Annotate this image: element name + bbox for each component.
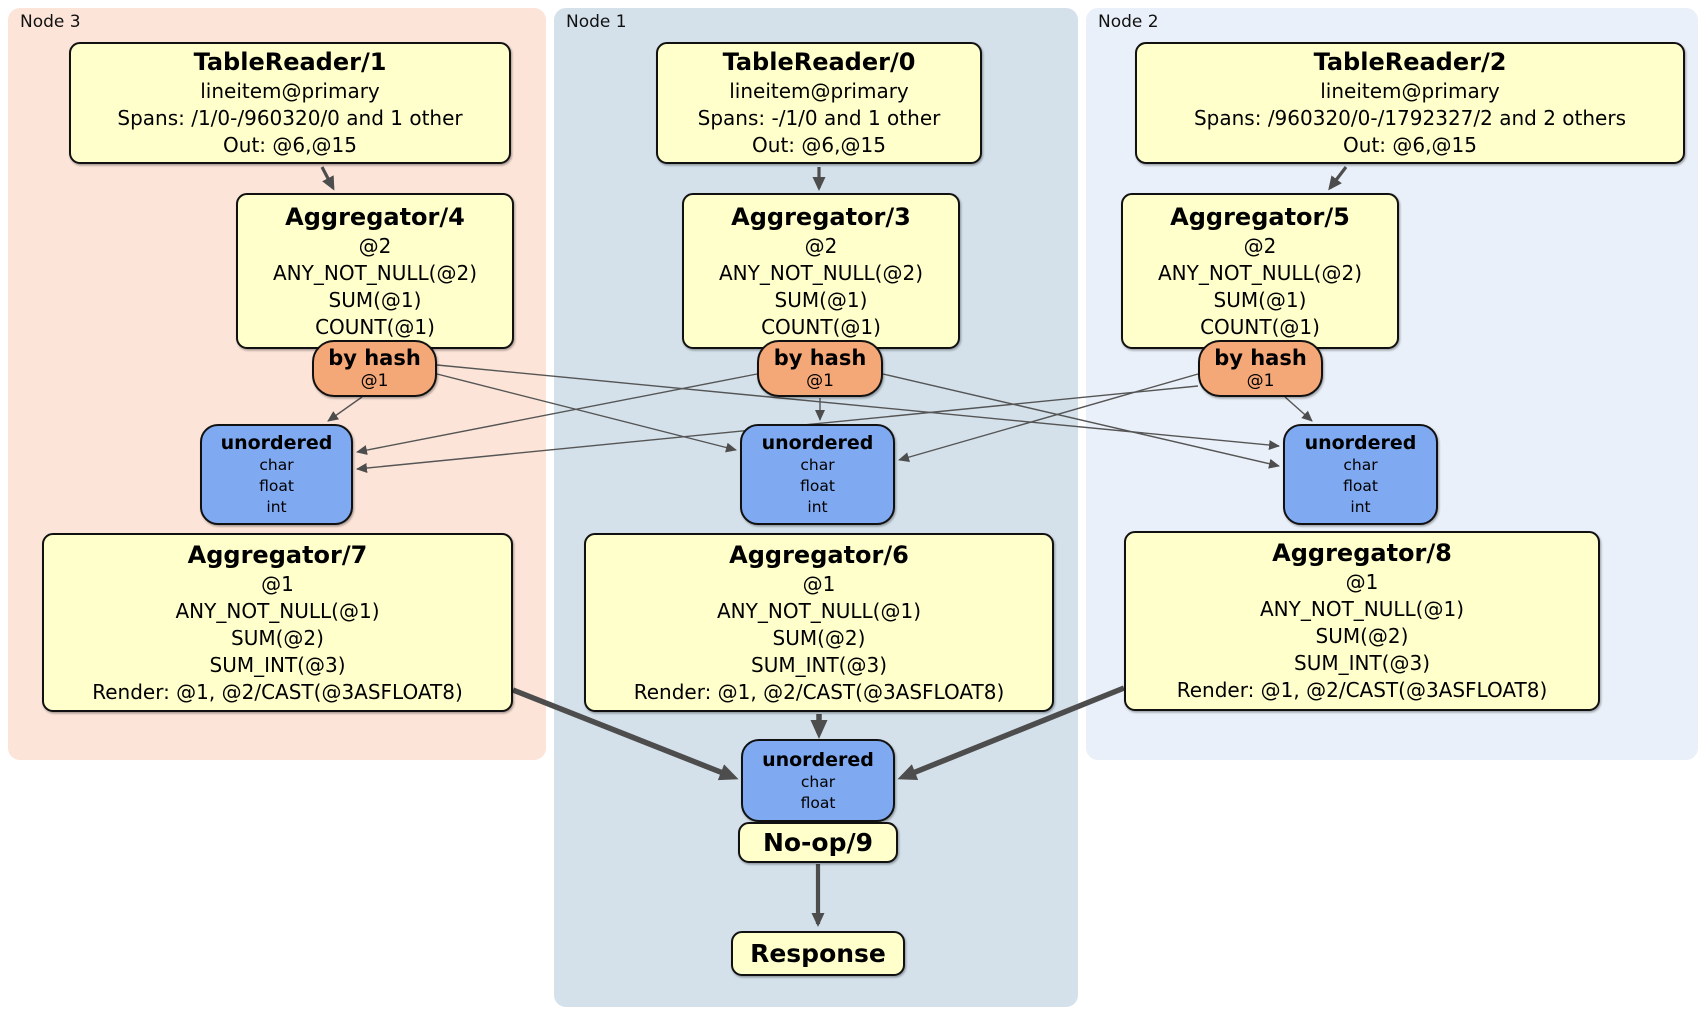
node3-label: Node 3 bbox=[20, 12, 81, 32]
spans: Spans: -/1/0 and 1 other bbox=[697, 106, 941, 130]
table-index: lineitem@primary bbox=[200, 79, 380, 103]
hash-router-node3: by hash @1 bbox=[312, 340, 437, 397]
unordered-sync-node2: unordered char float int bbox=[1283, 424, 1438, 525]
out-columns: Out: @6,@15 bbox=[752, 133, 886, 157]
out-columns: Out: @6,@15 bbox=[223, 133, 357, 157]
noop-box: No-op/9 bbox=[738, 822, 898, 863]
processor-title: Aggregator/4 bbox=[285, 202, 465, 231]
aggregator-6-box: Aggregator/6 @1 ANY_NOT_NULL(@1) SUM(@2)… bbox=[584, 533, 1054, 712]
aggregator-4-box: Aggregator/4 @2 ANY_NOT_NULL(@2) SUM(@1)… bbox=[236, 193, 514, 349]
processor-title: Aggregator/8 bbox=[1272, 539, 1452, 567]
node2-label: Node 2 bbox=[1098, 12, 1159, 32]
processor-title: Aggregator/3 bbox=[731, 202, 911, 231]
aggregator-5-box: Aggregator/5 @2 ANY_NOT_NULL(@2) SUM(@1)… bbox=[1121, 193, 1399, 349]
unordered-sync-node3: unordered char float int bbox=[200, 424, 353, 525]
spans: Spans: /960320/0-/1792327/2 and 2 others bbox=[1193, 106, 1626, 130]
unordered-sync-node1: unordered char float int bbox=[740, 424, 895, 525]
unordered-sync-final: unordered char float bbox=[741, 739, 895, 822]
tablereader-0-box: TableReader/0 lineitem@primary Spans: -/… bbox=[656, 42, 982, 164]
processor-title: TableReader/1 bbox=[193, 48, 387, 76]
processor-title: TableReader/0 bbox=[722, 48, 916, 76]
table-index: lineitem@primary bbox=[1320, 79, 1500, 103]
aggregator-8-box: Aggregator/8 @1 ANY_NOT_NULL(@1) SUM(@2)… bbox=[1124, 531, 1600, 711]
node1-label: Node 1 bbox=[566, 12, 627, 32]
processor-title: Aggregator/6 bbox=[729, 540, 909, 569]
spans: Spans: /1/0-/960320/0 and 1 other bbox=[117, 106, 463, 130]
processor-title: TableReader/2 bbox=[1313, 48, 1507, 76]
aggregator-3-box: Aggregator/3 @2 ANY_NOT_NULL(@2) SUM(@1)… bbox=[682, 193, 960, 349]
tablereader-2-box: TableReader/2 lineitem@primary Spans: /9… bbox=[1135, 42, 1685, 164]
response-box: Response bbox=[731, 931, 905, 976]
aggregator-7-box: Aggregator/7 @1 ANY_NOT_NULL(@1) SUM(@2)… bbox=[42, 533, 513, 712]
hash-router-node1: by hash @1 bbox=[757, 340, 883, 397]
processor-title: Aggregator/7 bbox=[187, 540, 368, 569]
processor-title: Aggregator/5 bbox=[1170, 202, 1350, 231]
tablereader-1-box: TableReader/1 lineitem@primary Spans: /1… bbox=[69, 42, 511, 164]
out-columns: Out: @6,@15 bbox=[1343, 133, 1477, 157]
hash-router-node2: by hash @1 bbox=[1198, 340, 1323, 397]
table-index: lineitem@primary bbox=[729, 79, 909, 103]
